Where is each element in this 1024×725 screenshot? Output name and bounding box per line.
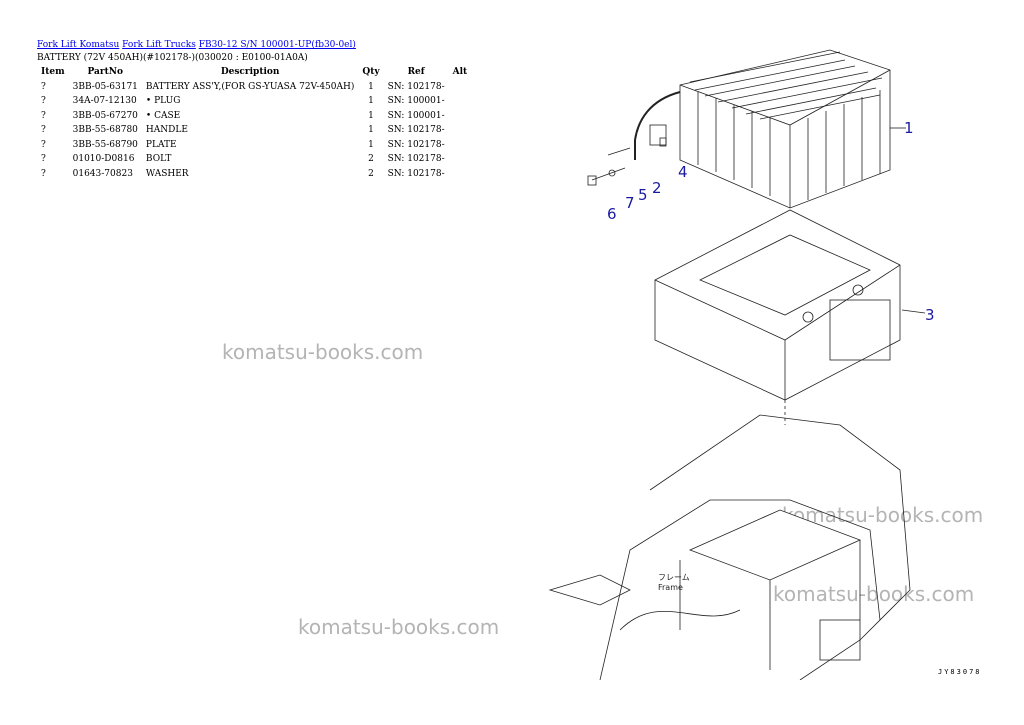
callout-2: 2: [652, 179, 662, 197]
battery-case-drawing: [654, 209, 901, 401]
header-alt: Alt: [452, 67, 468, 77]
table-row: ? 01010-D0816 BOLT 2 SN: 102178-: [37, 153, 471, 168]
cell-description: • PLUG: [145, 96, 181, 107]
page-title: BATTERY (72V 450AH)(#102178-)(030020 : E…: [37, 53, 308, 63]
cell-item: ?: [41, 110, 46, 121]
cell-partno: 3BB-55-68790: [72, 139, 138, 150]
cell-alt: [449, 95, 472, 110]
frame-label: Frame: [658, 583, 683, 592]
breadcrumb-link-fork-lift-komatsu[interactable]: Fork Lift Komatsu: [37, 40, 120, 50]
cell-item: ?: [41, 139, 46, 150]
cell-description: WASHER: [145, 168, 189, 179]
bolt-washer-drawing: [587, 147, 631, 186]
cell-alt: [449, 153, 472, 168]
cell-item: ?: [41, 154, 46, 165]
header-qty: Qty: [362, 67, 380, 77]
table-row: ? 01643-70823 WASHER 2 SN: 102178-: [37, 167, 471, 182]
breadcrumb-link-model[interactable]: FB30-12 S/N 100001-UP(fb30-0el): [198, 40, 356, 50]
callout-6: 6: [607, 205, 617, 223]
cell-qty: 2: [368, 168, 374, 179]
callout-5: 5: [638, 186, 648, 204]
cell-ref: SN: 102178-: [387, 81, 445, 92]
table-header-row: Item PartNo Description Qty Ref Alt: [37, 66, 471, 80]
drawing-code: JY83078: [938, 668, 982, 676]
cell-description: HANDLE: [145, 125, 188, 136]
cell-partno: 34A-07-12130: [72, 96, 137, 107]
callout-4: 4: [678, 163, 688, 181]
table-row: ? 3BB-55-68780 HANDLE 1 SN: 102178-: [37, 124, 471, 139]
cell-alt: [449, 80, 472, 95]
truck-frame-drawing: [548, 414, 911, 680]
parts-table: Item PartNo Description Qty Ref Alt ? 3BB…: [37, 66, 471, 182]
cell-alt: [449, 138, 472, 153]
exploded-parts-diagram: フレーム Frame 1 2 3 4 5 6 7: [548, 49, 935, 680]
watermark-text: komatsu-books.com: [773, 582, 975, 606]
cell-alt: [449, 124, 472, 139]
header-description: Description: [220, 67, 280, 77]
cell-ref: SN: 100001-: [387, 96, 445, 107]
cell-item: ?: [41, 168, 46, 179]
header-partno: PartNo: [87, 67, 124, 77]
watermark-text: komatsu-books.com: [298, 615, 500, 639]
cell-description: PLATE: [145, 139, 177, 150]
frame-label-jp: フレーム: [658, 573, 690, 582]
cell-item: ?: [41, 81, 46, 92]
table-row: ? 3BB-55-68790 PLATE 1 SN: 102178-: [37, 138, 471, 153]
cell-ref: SN: 102178-: [387, 168, 445, 179]
cell-ref: SN: 102178-: [387, 125, 445, 136]
breadcrumb: Fork Lift Komatsu Fork Lift Trucks FB30-…: [37, 40, 356, 50]
table-row: ? 3BB-05-63171 BATTERY ASS'Y,(FOR GS-YUASA…: [37, 80, 471, 95]
breadcrumb-link-fork-lift-trucks[interactable]: Fork Lift Trucks: [122, 40, 196, 50]
cell-qty: 1: [368, 139, 374, 150]
cell-qty: 1: [368, 96, 374, 107]
cell-qty: 1: [368, 110, 374, 121]
header-ref: Ref: [407, 67, 425, 77]
cell-partno: 01643-70823: [72, 168, 133, 179]
cell-partno: 3BB-05-63171: [72, 81, 138, 92]
cell-ref: SN: 100001-: [387, 110, 445, 121]
watermark-text: komatsu-books.com: [222, 340, 424, 364]
cell-partno: 01010-D0816: [72, 154, 135, 165]
header-item: Item: [41, 67, 65, 77]
battery-assembly-drawing: [634, 49, 891, 209]
cell-description: BOLT: [145, 154, 172, 165]
cell-alt: [449, 167, 472, 182]
cell-qty: 1: [368, 81, 374, 92]
cell-item: ?: [41, 125, 46, 136]
cell-alt: [449, 109, 472, 124]
cell-qty: 2: [368, 154, 374, 165]
table-row: ? 34A-07-12130 • PLUG 1 SN: 100001-: [37, 95, 471, 110]
table-row: ? 3BB-05-67270 • CASE 1 SN: 100001-: [37, 109, 471, 124]
cell-description: BATTERY ASS'Y,(FOR GS-YUASA 72V-450AH): [145, 81, 355, 92]
cell-partno: 3BB-55-68780: [72, 125, 138, 136]
cell-partno: 3BB-05-67270: [72, 110, 138, 121]
cell-ref: SN: 102178-: [387, 154, 445, 165]
cell-item: ?: [41, 96, 46, 107]
cell-ref: SN: 102178-: [387, 139, 445, 150]
callout-3: 3: [925, 306, 935, 324]
callout-7: 7: [625, 194, 635, 212]
cell-qty: 1: [368, 125, 374, 136]
callout-1: 1: [904, 119, 914, 137]
cell-description: • CASE: [145, 110, 181, 121]
